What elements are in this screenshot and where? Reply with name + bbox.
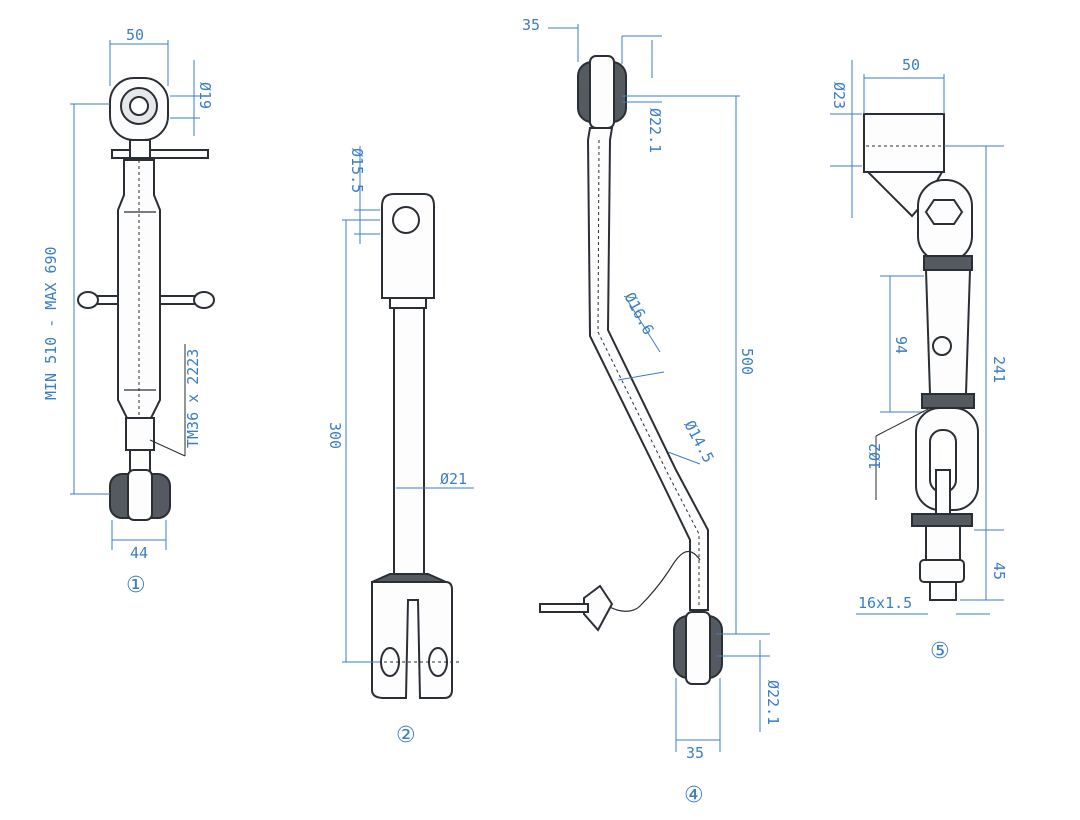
p5-dim-thread: 1Ø2 (866, 443, 884, 470)
p5-dim-tail: 45 (990, 562, 1008, 580)
mounting-block (863, 113, 945, 173)
p5-dim-nut: 16x1.5 (858, 594, 912, 612)
part-5-swivel-link: 50 Ø23 94 1Ø2 241 45 16x1.5 ⑤ (830, 56, 1008, 664)
handle-knob-right (193, 291, 215, 309)
handle-right (159, 295, 197, 305)
swivel-body (924, 269, 972, 395)
top-ball-core (589, 55, 615, 129)
p2-dim-length: 300 (326, 422, 344, 449)
lock-nut (125, 417, 155, 451)
safety-chain (607, 551, 701, 612)
bottom-ball-core (127, 469, 153, 521)
part-2-stabiliser: Ø15.5 300 Ø21 ② (326, 146, 474, 748)
part-4-lift-rod: 35 Ø22.1 Ø16.6 Ø14.5 500 Ø22.1 35 ④ (522, 16, 782, 808)
p2-dim-pin: Ø15.5 (348, 148, 366, 193)
p4-dim-length: 500 (738, 348, 756, 375)
linch-pin (539, 603, 589, 613)
swivel-hole (932, 336, 952, 356)
threaded-shank (129, 449, 151, 473)
p1-dim-length: MIN 510 - MAX 690 (42, 246, 60, 400)
hex-bolt (924, 199, 964, 225)
p1-dim-thread: TM36 x 2223 (184, 349, 202, 448)
p4-dim-rod-1: Ø16.6 (620, 289, 657, 337)
part-2-label: ② (396, 723, 416, 748)
part-4-label: ④ (684, 783, 704, 808)
p1-dim-top-width: 50 (126, 26, 144, 44)
p2-dim-rod: Ø21 (440, 470, 467, 488)
bottom-ball-core (685, 611, 711, 685)
part-1-top-link: 50 Ø19 MIN 510 - MAX 690 TM36 x 2223 44 … (42, 26, 215, 598)
p5-dim-swivel: 94 (892, 336, 910, 354)
p5-dim-length: 241 (990, 356, 1008, 383)
lock-plate (111, 149, 209, 159)
bottom-clevis (371, 581, 453, 699)
p4-dim-bottom-pin: Ø22.1 (764, 680, 782, 725)
p1-dim-top-height: Ø19 (196, 82, 214, 109)
eye-neck (129, 139, 151, 159)
p1-dim-bottom-width: 44 (130, 544, 148, 562)
p4-dim-top-offset: 35 (522, 16, 540, 34)
p5-dim-block-height: Ø23 (830, 82, 848, 109)
nut (919, 559, 965, 583)
p5-dim-block-width: 50 (902, 56, 920, 74)
part-5-label: ⑤ (930, 639, 950, 664)
part-1-label: ① (126, 573, 146, 598)
top-eye-hole (129, 96, 149, 116)
p4-dim-bottom-width: 35 (686, 744, 704, 762)
rod (393, 307, 425, 575)
p4-dim-top-pin: Ø22.1 (646, 108, 664, 153)
handle-knob-left (77, 291, 99, 309)
cranked-rod (586, 127, 709, 611)
top-pin-hole (392, 206, 420, 234)
threaded-stud (925, 525, 961, 561)
